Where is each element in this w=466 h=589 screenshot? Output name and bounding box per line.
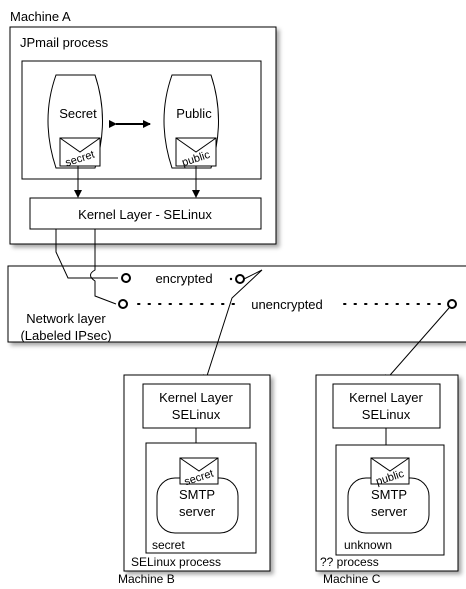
machine-b-level-label: secret <box>152 538 185 552</box>
network-layer-box <box>7 265 466 343</box>
machine-b-label: Machine B <box>118 572 175 586</box>
machine-b-smtp-label-line2: server <box>179 504 216 519</box>
unencrypted-end-node <box>447 299 457 309</box>
machine-a-kernel-box <box>29 197 262 230</box>
machine-c-label: Machine C <box>323 572 381 586</box>
network-layer-label-line2: (Labeled IPsec) <box>20 328 111 343</box>
machine-c-kernel-label-line2: SELinux <box>362 407 411 422</box>
machine-b-kernel-box <box>142 383 251 429</box>
machine-c-level-label: unknown <box>344 538 392 552</box>
machine-b-kernel-label-line2: SELinux <box>172 407 221 422</box>
unencrypted-label: unencrypted <box>251 297 323 312</box>
public-envelope-icon: public <box>175 137 217 169</box>
machine-a-kernel-label: Kernel Layer - SELinux <box>78 207 212 222</box>
machine-c-process-label: ?? process <box>320 555 379 569</box>
unencrypted-downlink-arrow <box>383 307 450 383</box>
encrypted-uplink <box>55 229 118 279</box>
machine-c-envelope-icon: public <box>370 457 410 488</box>
machine-c-kernel-box <box>332 383 441 429</box>
machine-c-smtp-label-line1: SMTP <box>371 487 407 502</box>
jpmail-process-label: JPmail process <box>20 35 109 50</box>
secret-compartment-label: Secret <box>59 106 97 121</box>
encrypted-dot <box>229 277 233 281</box>
unencrypted-uplink <box>90 229 117 305</box>
network-layer-label-line1: Network layer <box>26 311 106 326</box>
machine-b-process-label: SELinux process <box>131 555 221 569</box>
encrypted-start-node <box>121 273 131 283</box>
machine-b-envelope-icon: secret <box>179 457 219 488</box>
machine-b-kernel-label-line1: Kernel Layer <box>159 390 233 405</box>
unencrypted-start-node <box>118 299 128 309</box>
public-compartment-label: Public <box>176 106 212 121</box>
encrypted-label: encrypted <box>155 271 212 286</box>
machine-a-label: Machine A <box>10 9 71 24</box>
machine-c-kernel-label-line1: Kernel Layer <box>349 390 423 405</box>
machine-c-smtp-label-line2: server <box>371 504 408 519</box>
encrypted-downlink-arrow <box>203 269 263 383</box>
encrypted-end-node <box>235 274 245 284</box>
secret-envelope-icon: secret <box>59 137 101 169</box>
machine-b-smtp-label-line1: SMTP <box>179 487 215 502</box>
